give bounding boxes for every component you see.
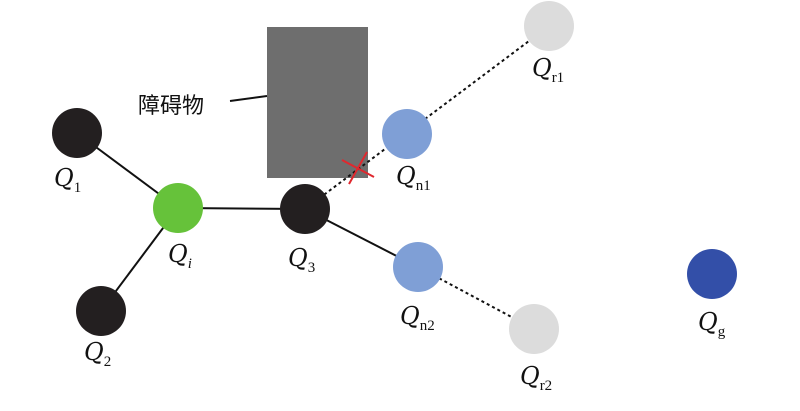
node-q3 [280,184,330,234]
node-q2 [76,286,126,336]
obstacle-label: 障碍物 [138,94,204,119]
node-qr2 [509,304,559,354]
node-qr1 [524,1,574,51]
node-qn2 [393,242,443,292]
obstacle [267,27,368,178]
node-qn1 [382,109,432,159]
node-qg [687,249,737,299]
blocked-x-icon [341,151,375,185]
label-qn2: Qn2 [400,302,435,334]
node-qi [153,183,203,233]
edge-q3-qr1-dotted [304,25,550,210]
label-q1: Q1 [54,164,81,196]
obstacle-leader-line [229,95,268,102]
node-q1 [52,108,102,158]
label-qn1: Qn1 [396,162,431,194]
label-q2: Q2 [84,338,111,370]
label-qg: Qg [698,308,726,340]
label-qr1: Qr1 [532,54,564,86]
label-qi: Qi [168,240,192,272]
label-q3: Q3 [288,244,315,276]
label-qr2: Qr2 [520,362,552,394]
